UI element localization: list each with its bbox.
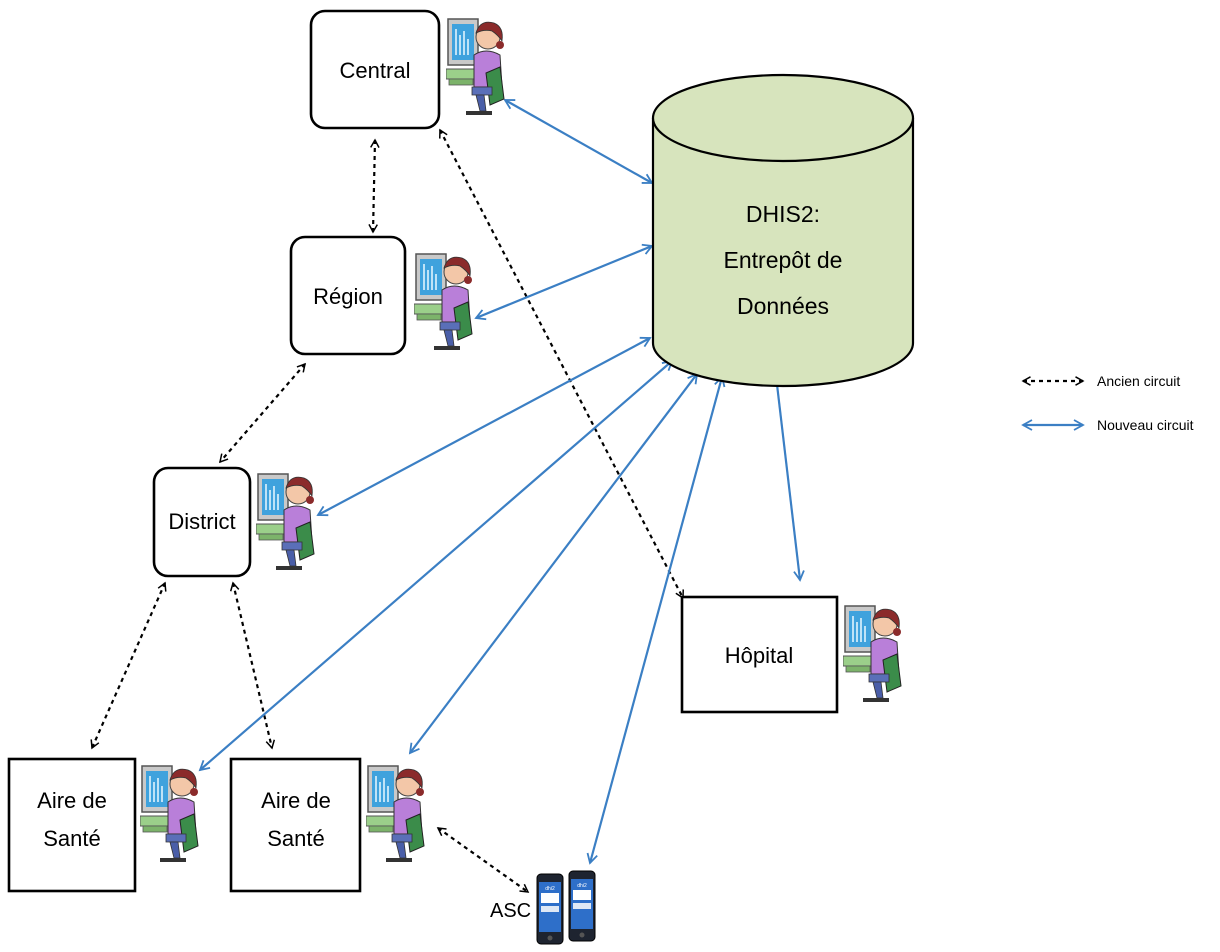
legend-old-circuit-label: Ancien circuit [1097, 373, 1180, 389]
database-label-line1: DHIS2: [746, 201, 820, 227]
user-at-computer-icon [414, 253, 473, 350]
legend: Ancien circuit Nouveau circuit [1021, 373, 1194, 433]
arrow-dhis2-hopital [771, 374, 805, 582]
arrow-aire2-asc [436, 827, 530, 893]
arrow-dhis2-aire2 [408, 372, 699, 755]
arrow-dhis2-asc [586, 375, 726, 865]
user-at-computer-icon [140, 765, 199, 862]
database-label-line2: Entrepôt de [724, 247, 843, 273]
legend-new-circuit-label: Nouveau circuit [1097, 417, 1194, 433]
user-at-computer-icon [256, 473, 315, 570]
node-hopital: Hôpital [680, 595, 839, 714]
arrow-dhis2-central [503, 99, 654, 184]
arrow-dhis2-district [316, 336, 652, 517]
database-top [651, 73, 915, 163]
node-region-label: Région [313, 284, 383, 309]
mobile-phone-icon [568, 870, 596, 942]
node-region: Région [289, 235, 407, 356]
arrow-dhis2-aire1 [198, 359, 674, 772]
node-asc: ASC [490, 870, 596, 945]
node-aire1-label-line1: Aire de [37, 788, 107, 813]
node-hopital-label: Hôpital [725, 643, 793, 668]
dhis2-database: DHIS2: Entrepôt de Données [651, 73, 915, 388]
arrow-region-district [218, 362, 307, 464]
database-label-line3: Données [737, 293, 829, 319]
node-district-label: District [168, 509, 235, 534]
arrow-central-hopital [439, 128, 684, 600]
database-body [651, 118, 915, 388]
node-central: Central [309, 9, 441, 130]
arrow-central-region [368, 138, 380, 234]
user-at-computer-icon [446, 18, 505, 115]
node-aire2-label-line2: Santé [267, 826, 325, 851]
new-circuit-arrows [198, 99, 805, 865]
node-central-label: Central [340, 58, 411, 83]
node-asc-label: ASC [490, 900, 531, 922]
node-district: District [152, 466, 252, 578]
node-aire-sante-2: Aire de Santé [229, 757, 362, 893]
arrow-dhis2-region [474, 243, 654, 321]
arrow-district-aire1 [90, 581, 167, 750]
mobile-phone-icon [536, 873, 564, 945]
user-at-computer-icon [843, 605, 902, 702]
node-aire2-label-line1: Aire de [261, 788, 331, 813]
node-aire-sante-1: Aire de Santé [7, 757, 137, 893]
user-at-computer-icon [366, 765, 425, 862]
node-aire1-label-line2: Santé [43, 826, 101, 851]
